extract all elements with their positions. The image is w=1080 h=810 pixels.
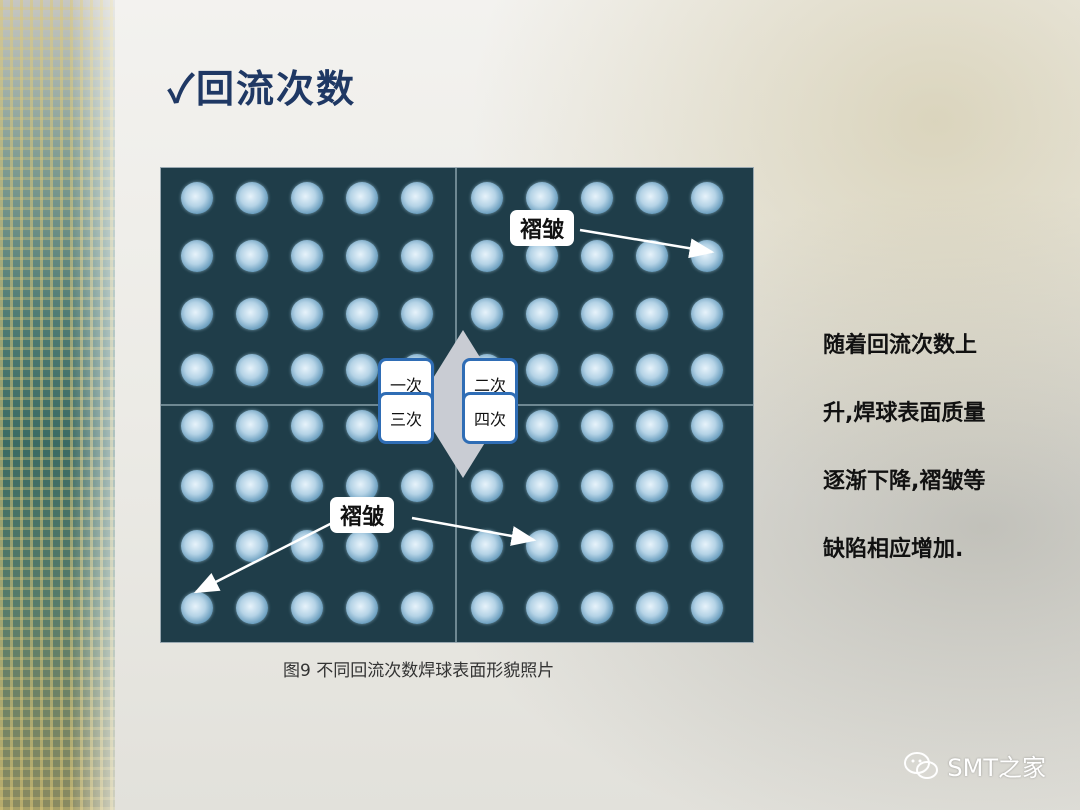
solder-ball <box>691 592 723 624</box>
solder-ball <box>581 410 613 442</box>
solder-ball <box>691 240 723 272</box>
solder-ball <box>636 354 668 386</box>
solder-ball <box>401 470 433 502</box>
solder-ball <box>346 592 378 624</box>
solder-ball <box>526 298 558 330</box>
callout-wrinkle-top: 褶皱 <box>510 210 575 246</box>
solder-ball <box>471 298 503 330</box>
solder-ball <box>291 354 323 386</box>
solder-ball <box>346 470 378 502</box>
solder-ball <box>471 470 503 502</box>
figure-caption: 图9 不同回流次数焊球表面形貌照片 <box>283 661 555 681</box>
solder-ball <box>291 298 323 330</box>
solder-ball <box>636 592 668 624</box>
solder-ball <box>291 470 323 502</box>
solder-ball <box>291 592 323 624</box>
solder-ball <box>691 298 723 330</box>
solder-ball <box>401 298 433 330</box>
solder-ball <box>526 410 558 442</box>
solder-ball <box>401 240 433 272</box>
solder-ball <box>236 470 268 502</box>
solder-ball <box>471 240 503 272</box>
solder-ball <box>581 298 613 330</box>
solder-ball <box>401 530 433 562</box>
solder-ball <box>636 182 668 214</box>
solder-ball <box>236 410 268 442</box>
solder-ball <box>181 592 213 624</box>
solder-ball <box>526 354 558 386</box>
solder-ball <box>291 410 323 442</box>
solder-ball <box>346 182 378 214</box>
solder-ball <box>636 470 668 502</box>
solder-ball <box>236 354 268 386</box>
solder-ball <box>346 354 378 386</box>
solder-ball <box>346 240 378 272</box>
solder-ball <box>181 470 213 502</box>
solder-ball <box>471 592 503 624</box>
solder-ball <box>236 240 268 272</box>
brand-watermark: SMT之家 <box>903 748 1046 783</box>
solder-ball <box>581 470 613 502</box>
side-line-1: 随着回流次数上 <box>823 333 978 358</box>
solder-ball <box>181 240 213 272</box>
brand-name: SMT之家 <box>947 754 1046 782</box>
solder-ball <box>581 240 613 272</box>
side-line-4: 缺陷相应增加. <box>823 537 964 562</box>
solder-ball <box>526 592 558 624</box>
solder-ball <box>236 530 268 562</box>
solder-ball <box>401 182 433 214</box>
solder-ball <box>291 240 323 272</box>
solder-ball <box>346 410 378 442</box>
side-line-2: 升,焊球表面质量 <box>823 401 986 426</box>
background-pcb-left <box>0 0 115 810</box>
callout-wrinkle-bottom: 褶皱 <box>330 497 395 533</box>
solder-ball <box>691 410 723 442</box>
solder-ball <box>346 298 378 330</box>
solder-ball <box>236 298 268 330</box>
side-description: 随着回流次数上 升,焊球表面质量 逐渐下降,褶皱等 缺陷相应增加. <box>823 312 1033 584</box>
solder-ball <box>181 354 213 386</box>
solder-ball <box>691 470 723 502</box>
solder-ball <box>636 240 668 272</box>
solder-ball <box>181 298 213 330</box>
solder-ball <box>691 354 723 386</box>
label-reflow-4: 四次 <box>462 392 518 444</box>
solder-ball <box>636 410 668 442</box>
solder-ball <box>471 530 503 562</box>
solder-ball <box>471 182 503 214</box>
solder-ball <box>581 182 613 214</box>
solder-ball <box>181 182 213 214</box>
solder-ball <box>526 182 558 214</box>
solder-ball <box>236 182 268 214</box>
slide-title: ✓回流次数 <box>168 66 356 111</box>
solder-ball <box>291 530 323 562</box>
solder-ball <box>581 530 613 562</box>
solder-ball <box>691 530 723 562</box>
solder-ball <box>401 592 433 624</box>
solder-ball <box>636 530 668 562</box>
solder-ball <box>526 470 558 502</box>
side-line-3: 逐渐下降,褶皱等 <box>823 469 986 494</box>
solder-ball <box>236 592 268 624</box>
solder-ball <box>346 530 378 562</box>
solder-ball <box>636 298 668 330</box>
solder-ball <box>581 354 613 386</box>
label-reflow-3: 三次 <box>378 392 434 444</box>
solder-ball <box>291 182 323 214</box>
wechat-icon <box>904 751 939 779</box>
solder-ball <box>181 530 213 562</box>
solder-ball <box>526 530 558 562</box>
solder-ball <box>581 592 613 624</box>
solder-ball <box>691 182 723 214</box>
solder-ball <box>181 410 213 442</box>
